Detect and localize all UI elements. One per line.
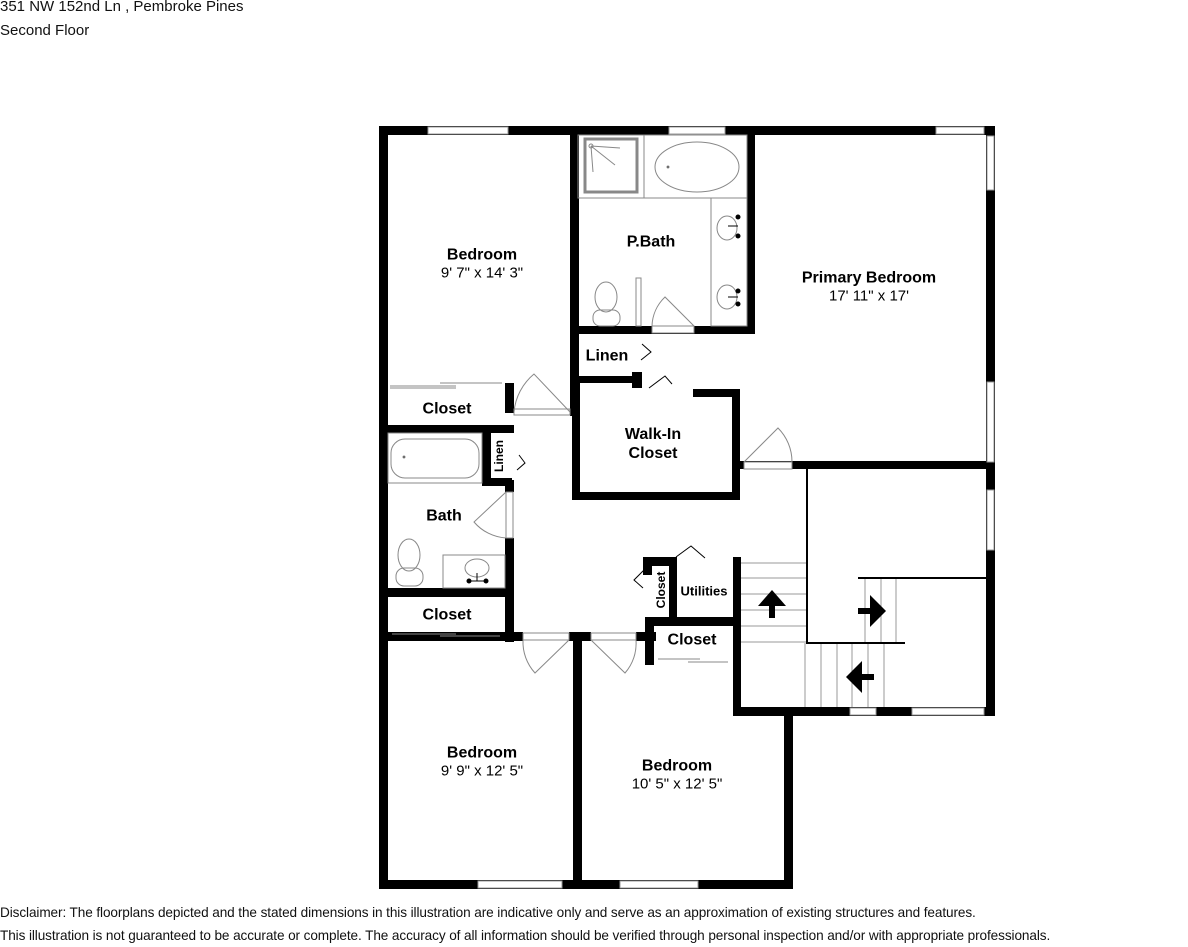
room-bath: Bath xyxy=(426,507,462,526)
arrow-left-icon xyxy=(846,661,862,693)
room-walk-in-closet: Walk-In Closet xyxy=(625,425,681,463)
room-name: Utilities xyxy=(680,583,728,599)
stair-rails xyxy=(806,469,987,644)
room-dimensions: 9' 9" x 12' 5" xyxy=(440,762,524,780)
room-name: Primary Bedroom xyxy=(801,269,937,287)
windows xyxy=(427,126,995,889)
room-bedroom-sw: Bedroom 9' 9" x 12' 5" xyxy=(441,744,523,781)
floor-label: Second Floor xyxy=(0,22,90,39)
room-name: P.Bath xyxy=(626,233,676,251)
room-closet-nw: Closet xyxy=(423,400,472,419)
stairs xyxy=(741,562,897,707)
stair-arrows xyxy=(758,590,886,693)
room-name: Bedroom xyxy=(446,246,518,264)
room-name: Linen xyxy=(585,347,629,365)
room-name: Closet xyxy=(422,606,472,624)
room-name-line2: Closet xyxy=(628,445,678,462)
room-closet-stair: Closet xyxy=(668,631,717,650)
room-closet-sw: Closet xyxy=(423,606,472,625)
room-linen-upper: Linen xyxy=(586,347,629,366)
fixtures xyxy=(387,134,748,589)
room-dimensions: 10' 5" x 12' 5" xyxy=(631,775,723,793)
room-name: Bedroom xyxy=(446,744,518,762)
disclaimer-line-1: Disclaimer: The floorplans depicted and … xyxy=(0,905,976,920)
disclaimer-line-2: This illustration is not guaranteed to b… xyxy=(0,928,1051,943)
room-name: Closet xyxy=(667,631,717,649)
room-dimensions: 9' 7" x 14' 3" xyxy=(440,264,524,282)
room-name: Bedroom xyxy=(641,757,713,775)
room-name: Closet xyxy=(422,400,472,418)
room-primary-bath: P.Bath xyxy=(627,233,676,252)
room-linen-bath: Linen xyxy=(492,440,506,472)
room-primary-bedroom: Primary Bedroom 17' 11" x 17' xyxy=(802,269,936,306)
doors xyxy=(390,296,793,674)
room-utilities: Utilities xyxy=(681,582,728,601)
room-name: Bath xyxy=(426,507,462,525)
property-address: 351 NW 152nd Ln , Pembroke Pines xyxy=(0,0,244,15)
room-dimensions: 17' 11" x 17' xyxy=(828,287,909,305)
arrow-up-icon xyxy=(758,590,786,606)
room-bedroom-nw: Bedroom 9' 7" x 14' 3" xyxy=(441,246,523,283)
arrow-right-icon xyxy=(870,595,886,627)
room-name-line1: Walk-In xyxy=(624,426,682,443)
room-closet-small: Closet xyxy=(654,571,668,609)
room-bedroom-s: Bedroom 10' 5" x 12' 5" xyxy=(632,757,723,794)
